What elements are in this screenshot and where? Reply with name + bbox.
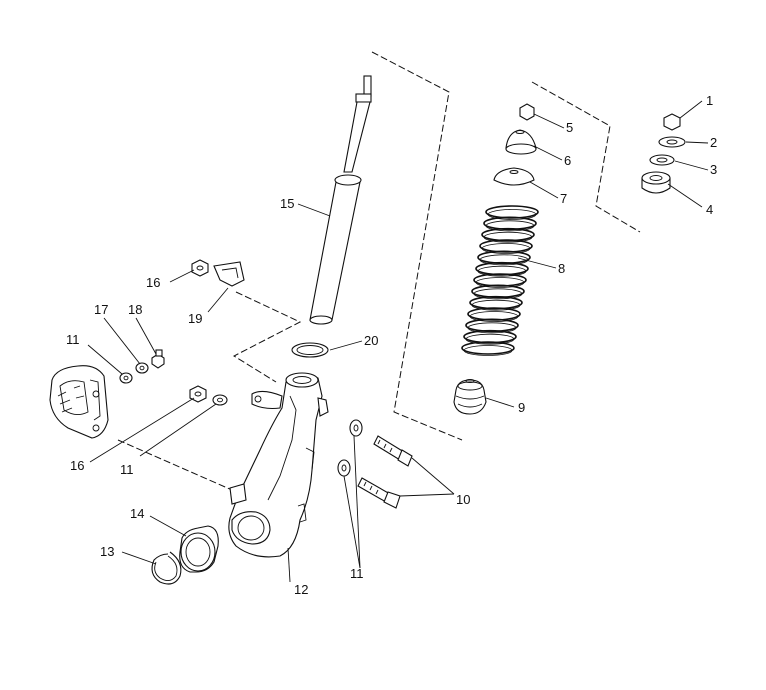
brake-caliper: [49, 365, 109, 439]
callout-9: 9: [518, 400, 525, 415]
callout-1: 1: [706, 93, 713, 108]
callout-11-upper: 11: [66, 332, 80, 347]
spring-coil-inner: [487, 209, 537, 220]
bolt-washers: [337, 419, 363, 477]
callout-2: 2: [710, 135, 717, 150]
callout-17: 17: [94, 302, 108, 317]
callout-12: 12: [294, 582, 308, 597]
spring-coil-inner: [483, 231, 533, 243]
coil-spring: [461, 205, 539, 356]
caliper-hardware: [119, 349, 165, 384]
callout-11-middle: 11: [120, 462, 134, 477]
callout-20: 20: [364, 333, 378, 348]
callout-11-lower: 11: [350, 566, 364, 581]
spring-coil: [461, 341, 515, 355]
top-nut-stack: [641, 113, 686, 194]
spring-coil-inner: [475, 277, 525, 288]
spring-coil-inner: [479, 254, 529, 266]
spring-coil-inner: [463, 345, 513, 356]
callout-15: 15: [280, 196, 294, 211]
callout-16-lower: 16: [70, 458, 84, 473]
spring-coil-inner: [469, 311, 519, 322]
callout-14: 14: [130, 506, 144, 521]
callout-16-upper: 16: [146, 275, 160, 290]
callout-labels: 1 2 3 4 5 6 7 8 9 10 11 11 11 12 13 14 1…: [66, 93, 717, 597]
leader-lines: [87, 100, 709, 583]
assembly-guide-lines: [117, 51, 641, 491]
callout-18: 18: [128, 302, 142, 317]
callout-19: 19: [188, 311, 202, 326]
callout-3: 3: [710, 162, 717, 177]
spring-coil-inner: [481, 243, 531, 254]
shock-absorber: [309, 75, 372, 325]
o-ring: [291, 342, 329, 358]
spring-coil-inner: [465, 333, 515, 345]
upper-spring-mount: [493, 103, 537, 186]
knuckle-nut-washer: [189, 385, 228, 406]
callout-10: 10: [456, 492, 470, 507]
spring-coil: [485, 205, 539, 219]
knuckle-bolts: [357, 435, 413, 509]
steering-knuckle: [228, 372, 329, 558]
spring-coil-inner: [485, 220, 535, 232]
spring-coil-inner: [473, 288, 523, 300]
callout-4: 4: [706, 202, 713, 217]
callout-8: 8: [558, 261, 565, 276]
brake-hose-bracket: [191, 259, 245, 287]
callout-7: 7: [560, 191, 567, 206]
wheel-bearing: [179, 525, 219, 573]
spring-coil-inner: [467, 322, 517, 334]
callout-13: 13: [100, 544, 114, 559]
snap-ring: [151, 551, 182, 585]
callout-6: 6: [564, 153, 571, 168]
bump-stop: [453, 379, 487, 415]
spring-coil-inner: [477, 265, 527, 277]
spring-coil-inner: [471, 299, 521, 311]
callout-5: 5: [566, 120, 573, 135]
